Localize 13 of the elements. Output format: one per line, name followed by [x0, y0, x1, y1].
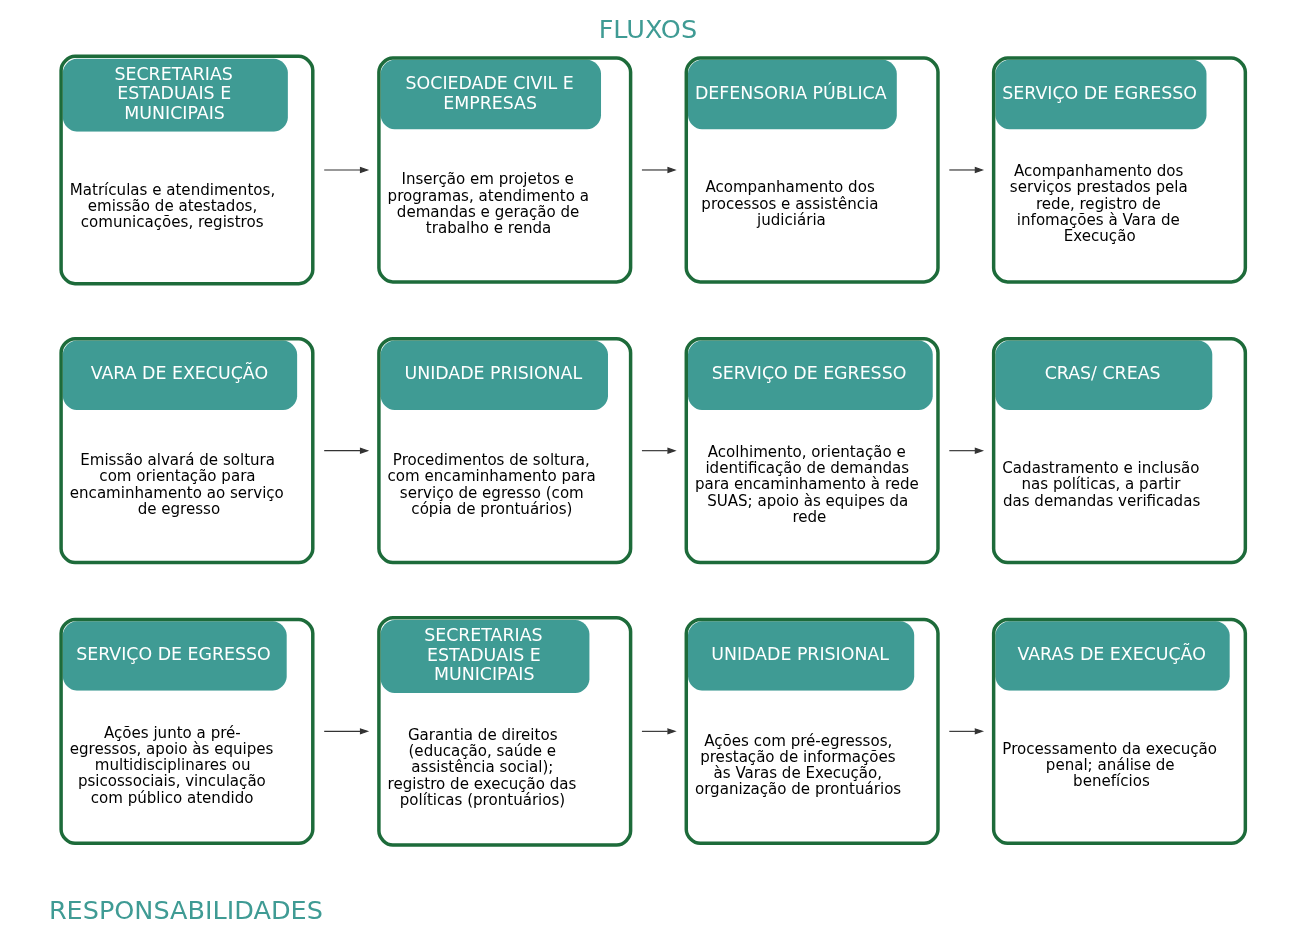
label: RESPONSABILIDADES — [48, 894, 323, 925]
arrow — [948, 166, 985, 174]
arrow — [323, 447, 370, 454]
diagram-title: FLUXOS — [598, 13, 698, 44]
arrow — [641, 166, 677, 174]
node-box: UNIDADE PRISIONAL Ações com pré-egressos, prestação de informações às Varas de Execução, organização de prontuários — [684, 617, 940, 846]
arrow — [323, 166, 370, 174]
arrow — [641, 728, 677, 735]
arrow — [948, 447, 985, 454]
arrow — [641, 447, 677, 454]
arrow — [323, 728, 370, 735]
node-box: VARAS DE EXECUÇÃO Processamento da execução penal; análise de benefícios — [991, 617, 1248, 846]
arrow — [948, 728, 985, 735]
